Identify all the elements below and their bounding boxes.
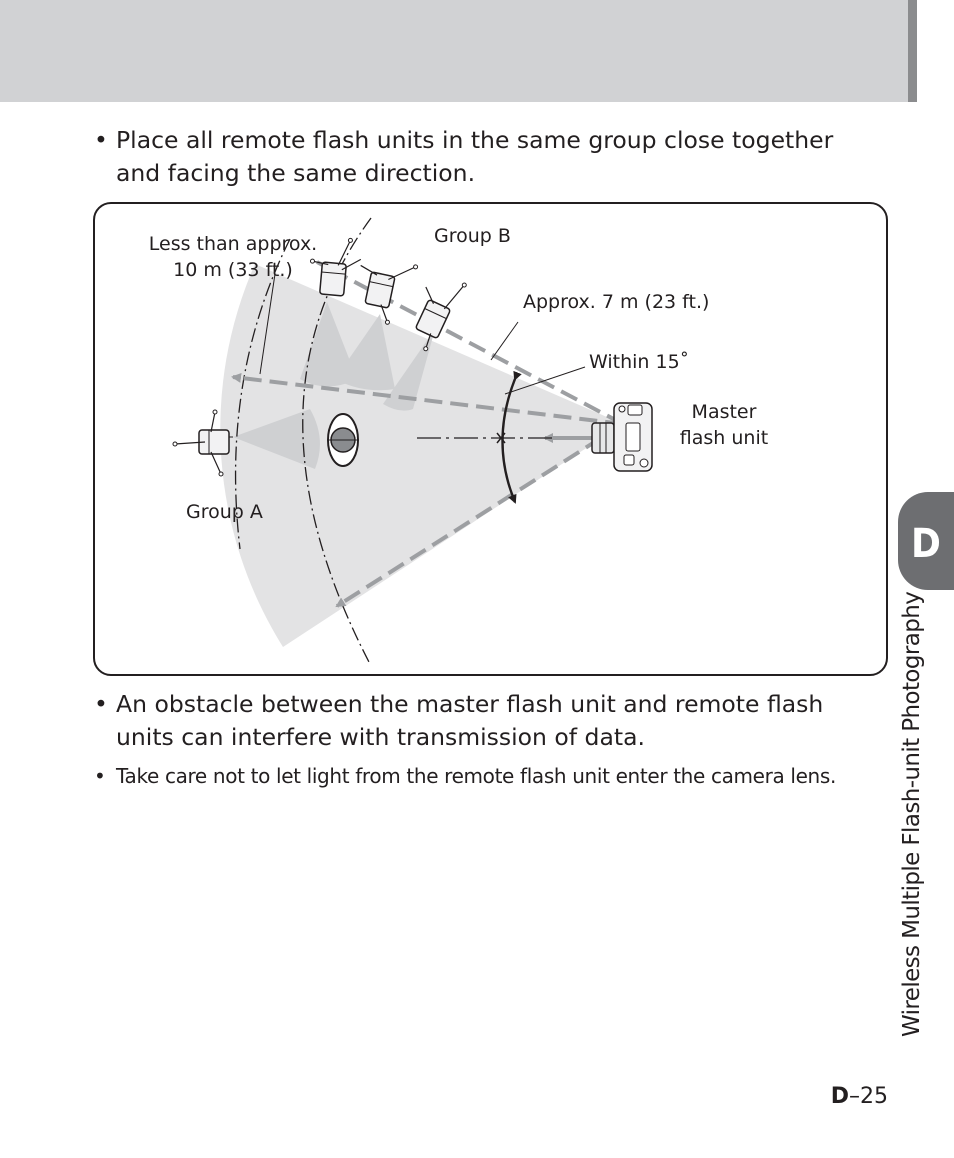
diagram-drawing — [172, 217, 653, 665]
page-number-value: 25 — [860, 1084, 888, 1109]
remote-flash-group-b-3 — [415, 282, 467, 352]
leader-within-15 — [504, 366, 586, 395]
remote-flash-group-b-2 — [360, 264, 419, 325]
bullet-text: Place all remote flash units in the same… — [116, 126, 834, 187]
guide-line-lower — [335, 422, 625, 608]
bullet-text: An obstacle between the master flash uni… — [116, 690, 824, 751]
label-group-b: Group B — [434, 225, 511, 247]
page-number: D–25 — [831, 1083, 888, 1111]
bullet-item: • An obstacle between the master flash u… — [94, 688, 864, 754]
bullet-item: • Place all remote flash units in the sa… — [94, 124, 864, 190]
bullet-text: Take care not to let light from the remo… — [116, 764, 836, 788]
range-arc-inner — [234, 238, 291, 550]
beam-group-b-1 — [300, 302, 357, 387]
chapter-tab-letter: D — [911, 521, 941, 567]
page-number-separator: – — [849, 1084, 860, 1109]
flash-placement-diagram: Less than approx. 10 m (33 ft.) Group B … — [93, 202, 888, 676]
label-approx-7m: Approx. 7 m (23 ft.) — [523, 291, 710, 313]
label-group-a: Group A — [186, 501, 263, 523]
chapter-tab — [898, 492, 954, 590]
label-master-line2: flash unit — [679, 427, 769, 449]
leader-range — [259, 273, 276, 375]
remote-flash-group-b-1 — [309, 237, 362, 297]
angle-tick — [496, 432, 506, 444]
master-camera — [591, 402, 653, 472]
bullet-marker: • — [94, 690, 108, 718]
beam-group-b-3 — [383, 329, 435, 411]
guide-line-middle — [231, 372, 624, 426]
bullet-marker: • — [94, 126, 108, 154]
leader-approx-7m — [490, 321, 519, 361]
label-within-15: Within 15˚ — [589, 351, 690, 373]
page-number-prefix: D — [830, 1084, 849, 1109]
angle-arc-15 — [501, 370, 522, 504]
label-master-line1: Master — [691, 401, 757, 423]
header-band-shadow — [908, 0, 917, 102]
bullet-item: • Take care not to let light from the re… — [94, 761, 894, 791]
header-band — [0, 0, 908, 102]
remote-flash-group-a — [172, 409, 233, 477]
bullet-marker: • — [94, 764, 106, 788]
section-title-vertical: Wireless Multiple Flash-unit Photography — [899, 591, 925, 1037]
beam-group-a — [233, 409, 320, 469]
beam-group-b-2 — [335, 314, 395, 391]
label-range-line2: 10 m (33 ft.) — [173, 259, 293, 281]
label-range-line1: Less than approx. — [148, 233, 318, 255]
